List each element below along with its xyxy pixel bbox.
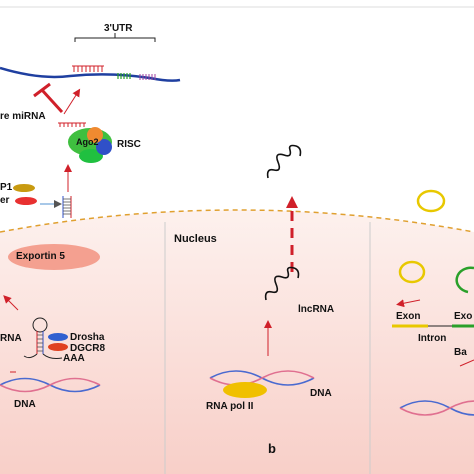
mirna-duplex xyxy=(62,196,72,218)
risc-label: RISC xyxy=(117,139,141,150)
exon-left-label: Exon xyxy=(396,311,421,322)
dna-right-strand-b xyxy=(399,400,474,416)
dna-left-label: DNA xyxy=(14,399,36,410)
exon-right-label: Exo xyxy=(454,311,473,322)
export-arrow-head xyxy=(286,196,298,208)
polya-label: AAA xyxy=(63,353,85,364)
lncrna-cytoplasm xyxy=(266,144,302,179)
arrow-to-exportin xyxy=(3,295,19,311)
utr-label: 3'UTR xyxy=(104,23,133,34)
nucleus-region xyxy=(0,210,474,474)
panel-b-label: b xyxy=(268,441,276,456)
dna-left-strand-b xyxy=(0,377,101,393)
rna-pol-ii xyxy=(223,382,267,398)
drosha-protein xyxy=(48,333,68,341)
circrna-green-partial xyxy=(455,266,474,294)
p1-label: P1 xyxy=(0,182,13,193)
utr-purple-site xyxy=(139,74,156,80)
dgcr8-label: DGCR8 xyxy=(70,343,106,354)
repression-bar xyxy=(33,82,51,98)
repression-arrow xyxy=(40,88,64,114)
utr-bracket xyxy=(74,37,156,42)
cleavage-arrow xyxy=(63,88,81,115)
circrna-cytoplasm xyxy=(416,189,446,213)
ba-label: Ba xyxy=(454,347,467,358)
dgcr8-protein xyxy=(48,343,68,351)
drosha-label: Drosha xyxy=(70,332,105,343)
dicer-protein xyxy=(15,197,37,205)
nucleus-label: Nucleus xyxy=(174,233,217,245)
rna-left-label: RNA xyxy=(0,333,22,344)
mirna-binding-site xyxy=(72,65,104,72)
nuclear-envelope xyxy=(0,209,474,233)
circrna-nucleus xyxy=(398,260,426,284)
dna-middle-label: DNA xyxy=(310,388,332,399)
mature-mirna-strand xyxy=(58,122,86,127)
exportin-5 xyxy=(8,244,100,270)
ago2-label: Ago2 xyxy=(76,137,99,147)
utr-green-site xyxy=(117,73,131,79)
risc-green-subunit xyxy=(79,149,103,163)
pri-mirna-hairpin xyxy=(23,317,63,359)
backsplice-arrow xyxy=(396,299,421,308)
er-label: er xyxy=(0,195,10,206)
lncrna-label: lncRNA xyxy=(298,304,335,315)
rna-pol-ii-label: RNA pol II xyxy=(206,401,254,412)
trbp-protein xyxy=(13,184,35,192)
mature-mirna-label: re miRNA xyxy=(0,111,46,122)
right-small-mark xyxy=(459,359,474,367)
risc-orange-subunit xyxy=(87,127,103,143)
dna-mid-strand-b xyxy=(209,370,315,386)
lncrna-nucleus xyxy=(264,266,300,301)
risc-blue-subunit xyxy=(96,139,112,155)
intron-label: Intron xyxy=(418,333,447,344)
exportin5-label: Exportin 5 xyxy=(16,251,65,262)
mrna-strand xyxy=(0,66,181,82)
